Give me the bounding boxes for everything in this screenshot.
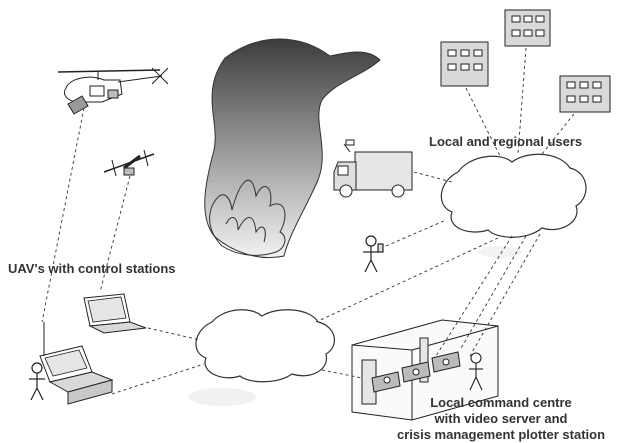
cloud-icon [195,309,335,383]
building-icon [504,9,551,47]
label-command-centre-3: crisis management plotter station [397,427,605,442]
label-command-centre-1: Local command centre [430,395,572,410]
truck-icon [333,139,413,198]
label-command-centre-2: with video server and [434,411,568,426]
building-icon [440,41,489,87]
command-room-icon [351,319,499,421]
cloud-icon [440,153,587,238]
uav-drone-icon [103,149,155,177]
smoke-fire-icon [204,38,381,259]
label-local-users: Local and regional users [429,134,582,149]
link-lines [41,47,575,395]
person-icon [363,235,384,273]
label-uav: UAV's with control stations [8,261,176,276]
building-icon [559,75,611,113]
laptop-icon [39,322,114,405]
laptop-icon [83,293,147,334]
helicopter-icon [57,67,169,115]
person-icon [29,362,45,401]
